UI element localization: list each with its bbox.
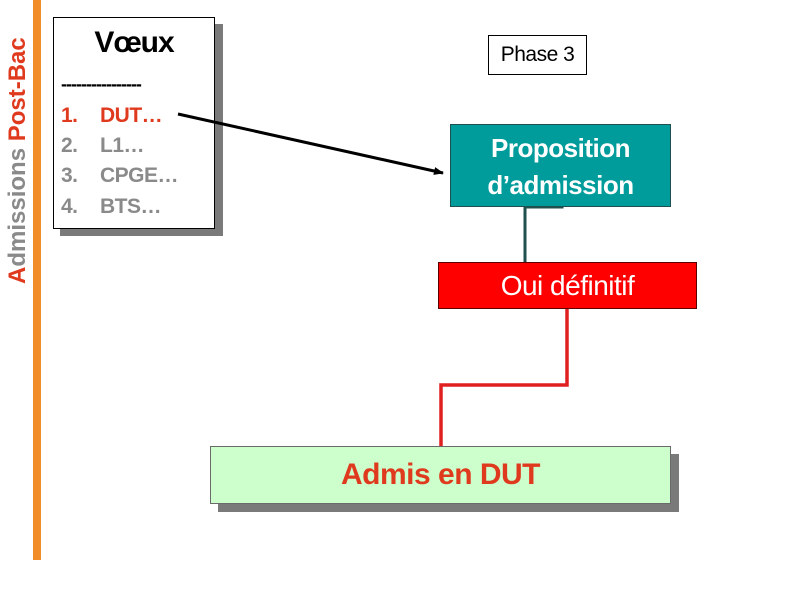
side-title-first-letter: A <box>4 267 31 284</box>
side-accent-bar <box>33 0 41 560</box>
wish-item-label: BTS… <box>100 195 162 218</box>
side-title-accent: Post-Bac <box>4 37 31 141</box>
wish-item-label: L1… <box>100 134 145 157</box>
side-title-rest: dmissions <box>4 141 31 266</box>
wish-item-3: 3. CPGE… <box>61 164 179 188</box>
wish-list-title: Vœux <box>94 26 174 59</box>
proposition-connector <box>523 205 564 262</box>
wish-item-1: 1. DUT… <box>61 104 163 128</box>
oui-definitif-box: Oui définitif <box>438 262 697 309</box>
wish-list-box: Vœux ---------------- 1. DUT… 2. L1… 3. CPG… <box>53 17 215 229</box>
phase-label: Phase 3 <box>488 35 587 75</box>
wish-item-4: 4. BTS… <box>61 195 162 219</box>
wish-item-label: DUT… <box>100 104 163 127</box>
proposition-line2: d’admission <box>487 170 634 200</box>
proposition-box: Proposition d’admission <box>450 124 671 207</box>
side-title-text: Admissions Post-Bac <box>4 37 31 284</box>
side-title: Admissions Post-Bac <box>1 0 31 290</box>
wish-item-number: 4. <box>61 195 78 218</box>
wish-list-separator: ---------------- <box>61 74 142 94</box>
side-title-graphic: Admissions Post-Bac <box>4 37 31 284</box>
wish-item-label: CPGE… <box>100 164 179 187</box>
wish-item-number: 2. <box>61 134 78 157</box>
admis-box: Admis en DUT <box>210 446 671 504</box>
wish-item-number: 1. <box>61 104 78 127</box>
proposition-line1: Proposition <box>491 133 630 163</box>
wish-item-number: 3. <box>61 164 78 187</box>
oui-connector <box>439 309 569 446</box>
wish-item-2: 2. L1… <box>61 134 145 158</box>
